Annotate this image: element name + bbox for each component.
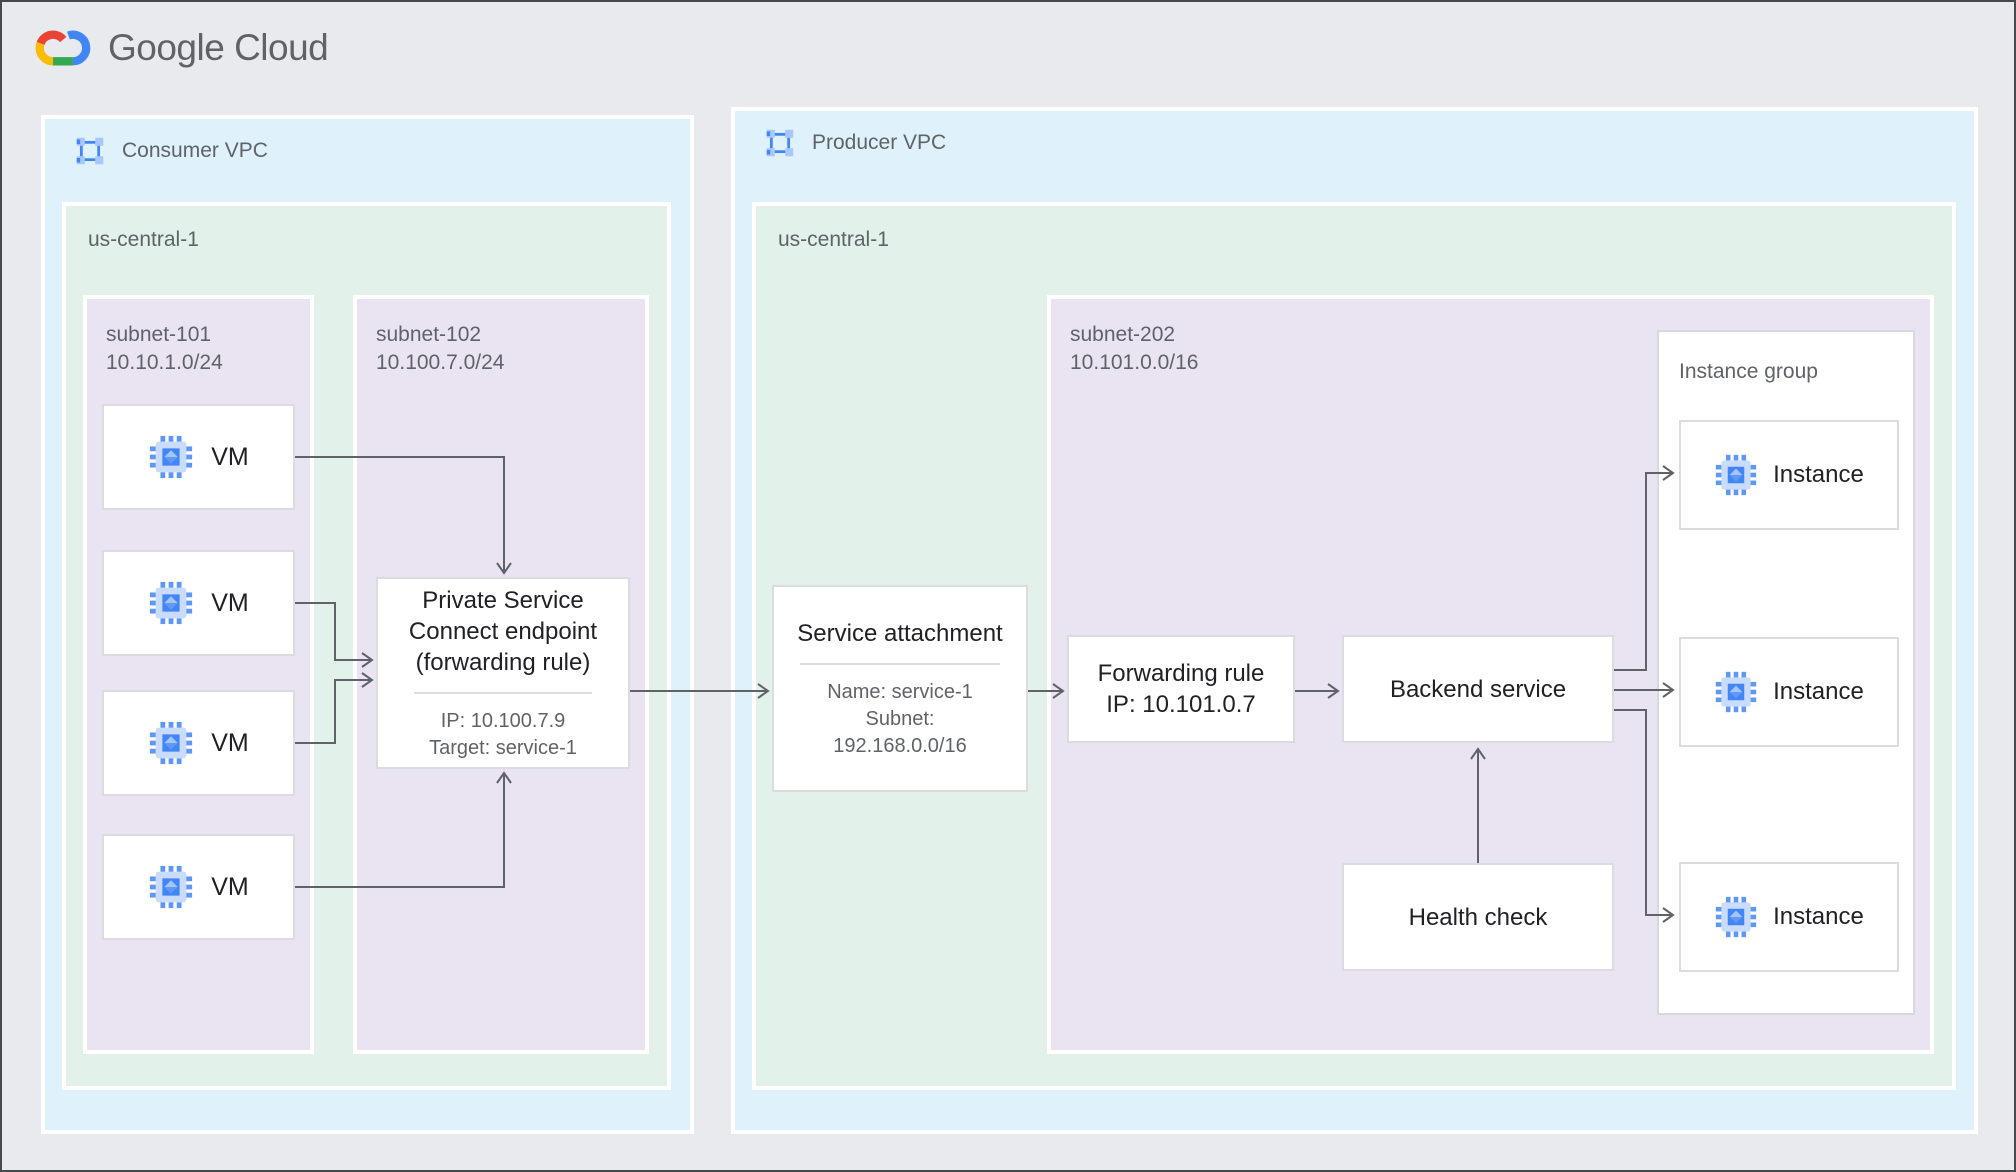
health-check-node: Health check xyxy=(1342,863,1614,971)
service-attachment-name: Name: service-1 xyxy=(827,680,973,703)
instance-node-2: Instance xyxy=(1679,637,1899,747)
psc-endpoint-title: Private Service Connect endpoint (forwar… xyxy=(408,586,598,676)
google-cloud-wordmark: Google Cloud xyxy=(108,27,329,68)
forwarding-rule-title: Forwarding rule xyxy=(1097,660,1265,687)
vm-node-1: VM xyxy=(102,404,295,510)
producer-region-label: us-central-1 xyxy=(778,228,889,251)
psc-endpoint-ip: IP: 10.100.7.9 xyxy=(440,709,566,732)
subnet-102-label: subnet-102 10.100.7.0/24 xyxy=(376,321,504,377)
consumer-vpc-header: Consumer VPC xyxy=(75,136,268,166)
psc-endpoint-node: Private Service Connect endpoint (forwar… xyxy=(376,577,630,769)
compute-engine-icon xyxy=(150,435,193,479)
subnet-202-label: subnet-202 10.101.0.0/16 xyxy=(1070,321,1198,377)
vm-node-2: VM xyxy=(102,550,295,656)
service-attachment-node: Service attachment Name: service-1 Subne… xyxy=(772,585,1028,792)
vm-label: VM xyxy=(211,588,249,617)
google-cloud-logo: Google Cloud xyxy=(32,24,329,72)
compute-engine-icon xyxy=(1715,671,1757,713)
subnet-102-name: subnet-102 xyxy=(376,323,482,346)
instance-group: Instance group Instance Instance Instanc… xyxy=(1657,330,1915,1015)
divider xyxy=(800,662,1000,665)
vm-node-3: VM xyxy=(102,690,295,796)
vm-label: VM xyxy=(211,872,249,901)
subnet-202: subnet-202 10.101.0.0/16 Forwarding rule… xyxy=(1047,295,1934,1054)
compute-engine-icon xyxy=(150,581,193,625)
producer-vpc-container: Producer VPC us-central-1 Service attach… xyxy=(731,107,1978,1134)
subnet-202-name: subnet-202 xyxy=(1070,323,1176,346)
producer-vpc-label: Producer VPC xyxy=(812,131,947,154)
vpc-network-icon xyxy=(75,136,105,166)
instance-group-label: Instance group xyxy=(1679,360,1818,383)
vm-label: VM xyxy=(211,728,249,757)
instance-node-3: Instance xyxy=(1679,862,1899,972)
subnet-101: subnet-101 10.10.1.0/24 VM VM VM V xyxy=(83,295,314,1054)
forwarding-rule-node: Forwarding rule IP: 10.101.0.7 xyxy=(1067,635,1295,743)
compute-engine-icon xyxy=(150,721,193,765)
vm-node-4: VM xyxy=(102,834,295,940)
compute-engine-icon xyxy=(1715,454,1757,496)
subnet-101-name: subnet-101 xyxy=(106,323,212,346)
instance-label: Instance xyxy=(1773,678,1864,705)
consumer-region-label: us-central-1 xyxy=(88,228,199,251)
health-check-label: Health check xyxy=(1408,903,1548,931)
consumer-region: us-central-1 subnet-101 10.10.1.0/24 VM … xyxy=(62,202,671,1090)
forwarding-rule-ip: IP: 10.101.0.7 xyxy=(1106,691,1256,718)
producer-vpc-header: Producer VPC xyxy=(765,128,946,158)
consumer-vpc-label: Consumer VPC xyxy=(122,139,268,162)
subnet-202-cidr: 10.101.0.0/16 xyxy=(1070,351,1199,374)
service-attachment-subnet: Subnet: 192.168.0.0/16 xyxy=(833,707,967,757)
compute-engine-icon xyxy=(150,865,193,909)
vpc-network-icon xyxy=(765,128,795,158)
subnet-102: subnet-102 10.100.7.0/24 Private Service… xyxy=(353,295,649,1054)
subnet-101-label: subnet-101 10.10.1.0/24 xyxy=(106,321,223,377)
subnet-101-cidr: 10.10.1.0/24 xyxy=(106,351,223,374)
divider xyxy=(414,691,592,694)
consumer-vpc-container: Consumer VPC us-central-1 subnet-101 10.… xyxy=(41,115,694,1134)
psc-endpoint-target: Target: service-1 xyxy=(429,736,577,759)
backend-service-label: Backend service xyxy=(1389,675,1567,703)
subnet-102-cidr: 10.100.7.0/24 xyxy=(376,351,505,374)
instance-label: Instance xyxy=(1773,903,1864,930)
backend-service-node: Backend service xyxy=(1342,635,1614,743)
instance-label: Instance xyxy=(1773,461,1864,488)
vm-label: VM xyxy=(211,442,249,471)
service-attachment-title: Service attachment xyxy=(797,619,1003,647)
google-cloud-icon xyxy=(35,30,91,66)
instance-node-1: Instance xyxy=(1679,420,1899,530)
compute-engine-icon xyxy=(1715,896,1757,938)
producer-region: us-central-1 Service attachment Name: se… xyxy=(752,202,1956,1090)
